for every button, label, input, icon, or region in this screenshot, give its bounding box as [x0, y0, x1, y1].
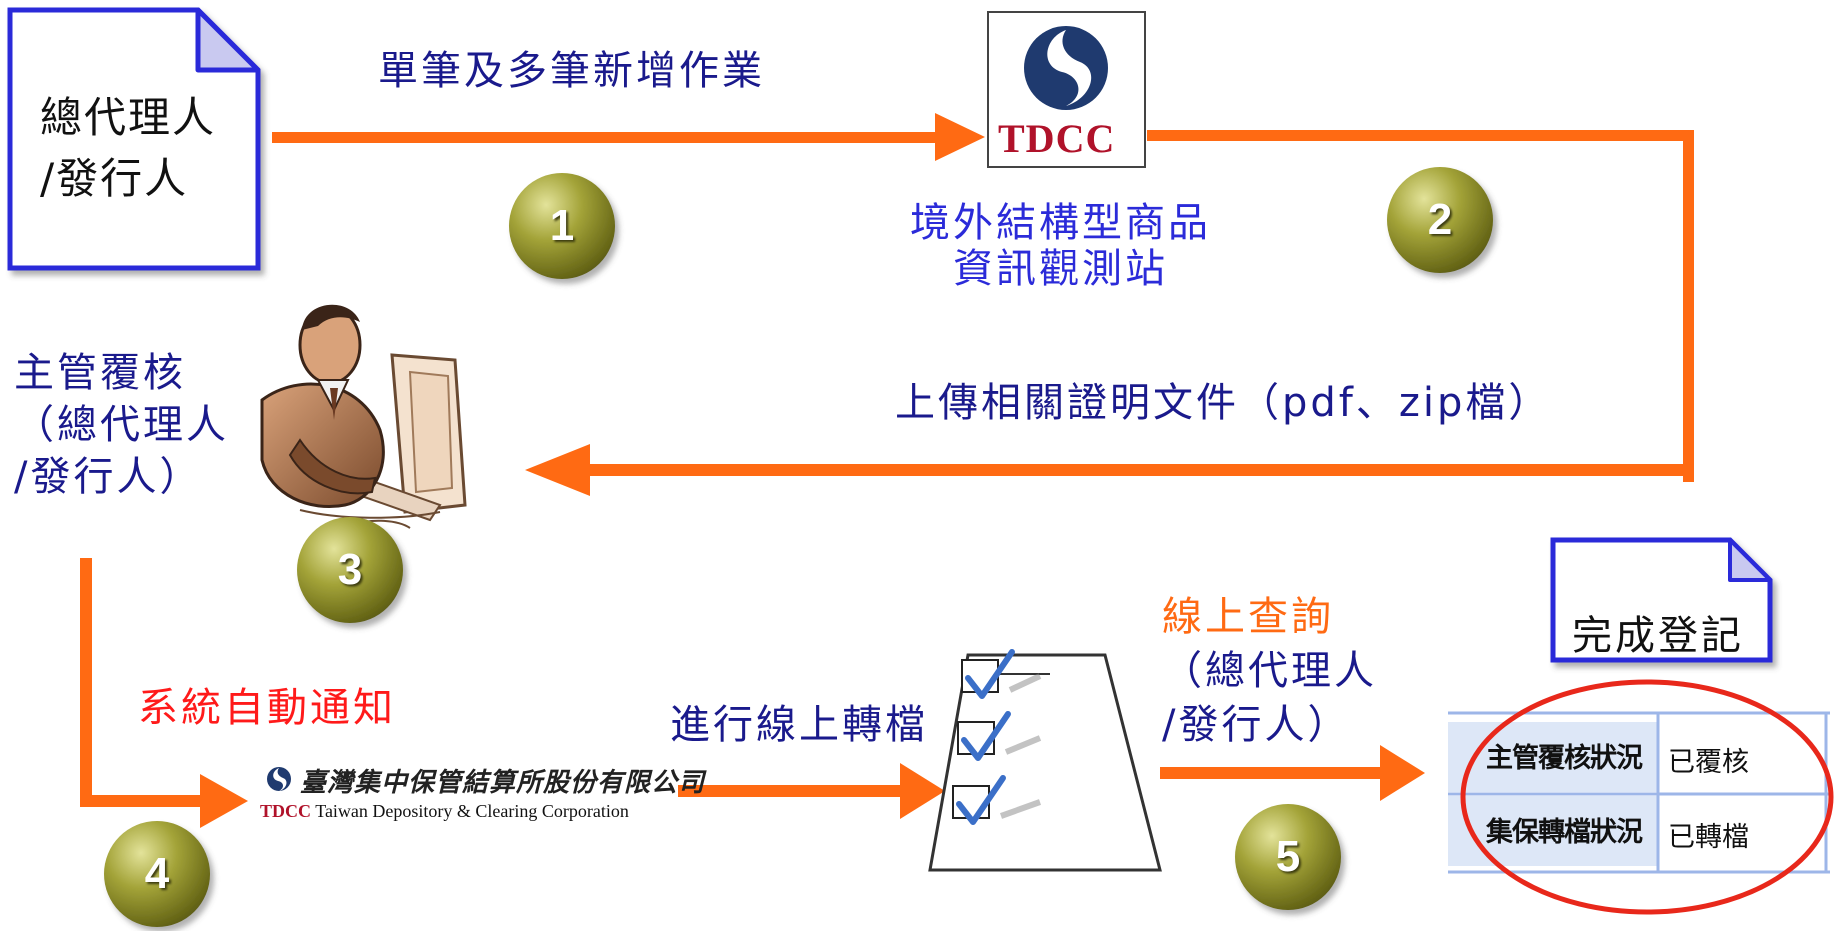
step-badge-4: [104, 821, 210, 927]
review-label-line2: （總代理人: [14, 402, 229, 448]
arrow-transfer: [678, 763, 945, 819]
query-label-line1: 線上查詢: [1162, 594, 1334, 640]
corp-logo-mark: [267, 767, 291, 791]
status-row1-label: 主管覆核狀況: [1486, 743, 1643, 774]
highlight-ellipse: [1460, 679, 1834, 915]
step-number-5: 5: [1275, 832, 1301, 881]
arrow-query: [1160, 745, 1425, 801]
query-label: 線上查詢 （總代理人 /發行人）: [1162, 590, 1377, 752]
transfer-label: 進行線上轉檔: [670, 702, 928, 748]
agent-doc-line1: 總代理人: [40, 93, 217, 142]
status-table: [1448, 711, 1830, 874]
corp-english-text: Taiwan Depository & Clearing Corporation: [315, 801, 629, 821]
complete-document: [1550, 537, 1773, 663]
checklist-document: [928, 649, 1162, 872]
agent-doc-text: 總代理人 /發行人: [40, 88, 216, 210]
reviewer-person-icon: [260, 304, 467, 529]
step1-label: 單筆及多筆新增作業: [378, 48, 765, 94]
step-badge-2: [1387, 167, 1493, 273]
notify-label: 系統自動通知: [138, 685, 396, 731]
step-badge-1: [509, 173, 615, 279]
status-row2-label: 集保轉檔狀況: [1486, 817, 1643, 848]
query-label-line2: （總代理人: [1162, 648, 1377, 694]
step-badge-3: [297, 517, 403, 623]
step-number-1: 1: [549, 201, 575, 250]
corp-chinese-name: 臺灣集中保管結算所股份有限公司: [300, 768, 706, 798]
step-number-2: 2: [1427, 195, 1453, 244]
arrow-submit: [272, 113, 985, 161]
query-label-line3: /發行人）: [1162, 702, 1351, 748]
tdcc-logo: [987, 11, 1146, 168]
arrow-notify: [80, 558, 248, 828]
step-badge-5: [1235, 804, 1341, 910]
site-name-line2: 資訊觀測站: [953, 246, 1168, 292]
corp-english-name: TDCC Taiwan Depository & Clearing Corpor…: [260, 801, 629, 822]
step-number-3: 3: [337, 545, 363, 594]
site-name: 境外結構型商品 資訊觀測站: [910, 200, 1211, 292]
step-number-4: 4: [144, 849, 170, 898]
agent-document: [7, 7, 261, 271]
upload-label: 上傳相關證明文件（pdf、zip檔）: [895, 380, 1552, 426]
tdcc-logo-text: TDCC: [998, 116, 1116, 161]
corp-english-prefix: TDCC: [260, 801, 312, 821]
arrow-upload: [525, 130, 1694, 496]
complete-doc-text: 完成登記: [1572, 613, 1744, 659]
site-name-line1: 境外結構型商品: [910, 200, 1211, 246]
status-row2-value: 已轉檔: [1668, 822, 1749, 853]
agent-doc-line2: /發行人: [40, 153, 189, 203]
review-label: 主管覆核 （總代理人 /發行人）: [14, 347, 229, 503]
review-label-line1: 主管覆核: [14, 350, 186, 396]
review-label-line3: /發行人）: [14, 454, 203, 500]
status-row1-value: 已覆核: [1668, 747, 1749, 778]
